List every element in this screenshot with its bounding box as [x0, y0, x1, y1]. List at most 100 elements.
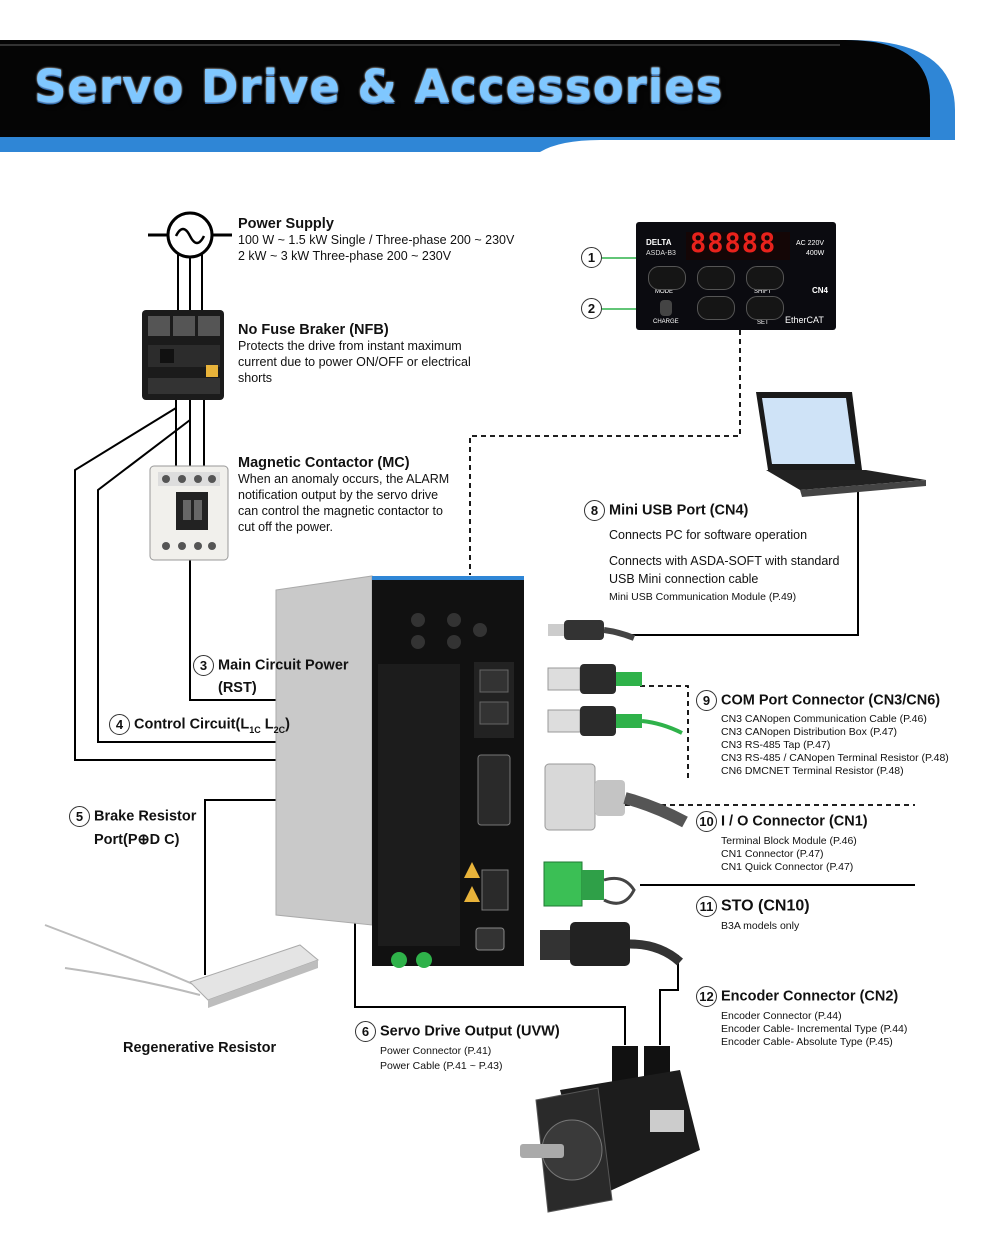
- callout-9-line-1: CN3 CANopen Communication Cable (P.46): [721, 713, 927, 725]
- callout-1: 1: [581, 247, 606, 268]
- power-supply-line-2: 2 kW ~ 3 kW Three-phase 200 ~ 230V: [238, 249, 452, 263]
- callout-5-pdc: (P⊕D C): [123, 831, 180, 848]
- callout-12-title: Encoder Connector (CN2): [721, 988, 899, 1005]
- callout-3-number: 3: [193, 655, 214, 676]
- callout-10-number: 10: [696, 811, 717, 832]
- regenerative-resistor-icon: [44, 924, 319, 1008]
- callout-10-line-3: CN1 Quick Connector (P.47): [721, 861, 854, 873]
- callout-4-l2: L: [260, 716, 274, 733]
- sto-connector-icon: [543, 861, 636, 907]
- callout-6-line-1: Power Connector (P.41): [380, 1045, 492, 1057]
- callout-10-title: I / O Connector (CN1): [721, 813, 868, 830]
- encoder-connector-icon: [540, 922, 684, 966]
- callout-12-line-2: Encoder Cable- Incremental Type (P.44): [721, 1023, 908, 1035]
- nfb-label: No Fuse Braker (NFB) Protects the drive …: [238, 322, 471, 386]
- callout-9-line-3: CN3 RS-485 Tap (P.47): [721, 739, 831, 751]
- callout-5-title: Brake Resistor: [94, 808, 197, 825]
- callout-12-line-1: Encoder Connector (P.44): [721, 1010, 842, 1022]
- power-supply-line-1: 100 W ~ 1.5 kW Single / Three-phase 200 …: [238, 233, 515, 247]
- callout-5-number: 5: [69, 806, 90, 827]
- mode-key-label: MODE: [655, 289, 673, 295]
- callout-8-title: Mini USB Port (CN4): [609, 502, 749, 519]
- servo-drive-icon: [275, 575, 524, 968]
- laptop-icon: [756, 392, 926, 497]
- callout-10-line-2: CN1 Connector (P.47): [721, 848, 824, 860]
- io-cable-icon: [544, 763, 688, 831]
- callout-6-number: 6: [355, 1021, 376, 1042]
- header-banner: [0, 40, 955, 152]
- callout-12-number: 12: [696, 986, 717, 1007]
- callout-8-number: 8: [584, 500, 605, 521]
- callout-9-number: 9: [696, 690, 717, 711]
- callout-12-line-3: Encoder Cable- Absolute Type (P.45): [721, 1036, 893, 1048]
- shift-key[interactable]: [746, 266, 784, 290]
- callout-6-title: Servo Drive Output (UVW): [380, 1023, 560, 1040]
- charge-led: [660, 300, 672, 316]
- keypad-brand: DELTA: [646, 238, 672, 247]
- keypad-display: 88888: [690, 228, 777, 259]
- servo-motor-icon: [520, 1046, 700, 1213]
- com-cable-icon: [547, 664, 683, 736]
- up-key[interactable]: [697, 266, 735, 290]
- callout-11-title: STO (CN10): [721, 897, 810, 915]
- callout-4-l1-sub: 1C: [249, 724, 261, 735]
- callout-8-line-3: USB Mini connection cable: [609, 572, 759, 586]
- callout-11-line-1: B3A models only: [721, 920, 800, 932]
- callout-11-number: 11: [696, 896, 717, 917]
- nfb-line-3: shorts: [238, 371, 273, 385]
- callout-9-title: COM Port Connector (CN3/CN6): [721, 692, 941, 709]
- nfb-breaker-icon: [142, 310, 224, 400]
- callout-9-line-4: CN3 RS-485 / CANopen Terminal Resistor (…: [721, 752, 949, 764]
- ac-source-icon: [148, 211, 232, 259]
- callout-2-number: 2: [581, 298, 602, 319]
- callout-6-line-2: Power Cable (P.41 ~ P.43): [380, 1060, 503, 1072]
- regen-resistor-label: Regenerative Resistor: [123, 1040, 277, 1056]
- shift-key-label: SHIFT: [754, 289, 772, 295]
- callout-4-l1: L: [240, 716, 250, 733]
- callout-2: 2: [581, 298, 606, 319]
- keypad-panel: [636, 222, 836, 330]
- nfb-title: No Fuse Braker (NFB): [238, 322, 389, 338]
- callout-5-sub: Port: [94, 831, 123, 848]
- magnetic-contactor-icon: [149, 465, 229, 561]
- mc-line-3: can control the magnetic contactor to: [238, 504, 443, 518]
- callout-1-number: 1: [581, 247, 602, 268]
- power-supply-label: Power Supply 100 W ~ 1.5 kW Single / Thr…: [238, 216, 514, 264]
- down-key[interactable]: [697, 296, 735, 320]
- keypad-rating-voltage: AC 220V: [796, 240, 825, 247]
- mode-key[interactable]: [648, 266, 686, 290]
- callout-10-line-1: Terminal Block Module (P.46): [721, 835, 857, 847]
- ethercat-label: EtherCAT: [785, 315, 824, 325]
- callout-3-sub: (RST): [218, 680, 257, 696]
- power-supply-title: Power Supply: [238, 216, 334, 232]
- cn4-port-label: CN4: [812, 286, 829, 295]
- mc-line-4: cut off the power.: [238, 520, 333, 534]
- set-key[interactable]: [746, 296, 784, 320]
- keypad-rating-power: 400W: [806, 250, 825, 257]
- usb-cable-icon: [548, 620, 636, 641]
- page-title: Servo Drive & Accessories: [34, 60, 724, 113]
- mc-line-2: notification output by the servo drive: [238, 488, 439, 502]
- callout-4-number: 4: [109, 714, 130, 735]
- callout-4-l2-sub: 2C: [273, 724, 286, 735]
- callout-9-line-5: CN6 DMCNET Terminal Resistor (P.48): [721, 765, 904, 777]
- charge-label: CHARGE: [653, 319, 679, 325]
- keypad-model: ASDA-B3: [646, 250, 676, 257]
- mc-label: Magnetic Contactor (MC) When an anomaly …: [238, 455, 449, 535]
- mc-line-1: When an anomaly occurs, the ALARM: [238, 472, 450, 486]
- set-key-label: SET: [757, 320, 769, 326]
- nfb-line-2: current due to power ON/OFF or electrica…: [238, 355, 471, 369]
- callout-8-line-1: Connects PC for software operation: [609, 528, 808, 542]
- mc-title: Magnetic Contactor (MC): [238, 455, 410, 471]
- callout-8-small: Mini USB Communication Module (P.49): [609, 591, 797, 603]
- nfb-line-1: Protects the drive from instant maximum: [238, 339, 462, 353]
